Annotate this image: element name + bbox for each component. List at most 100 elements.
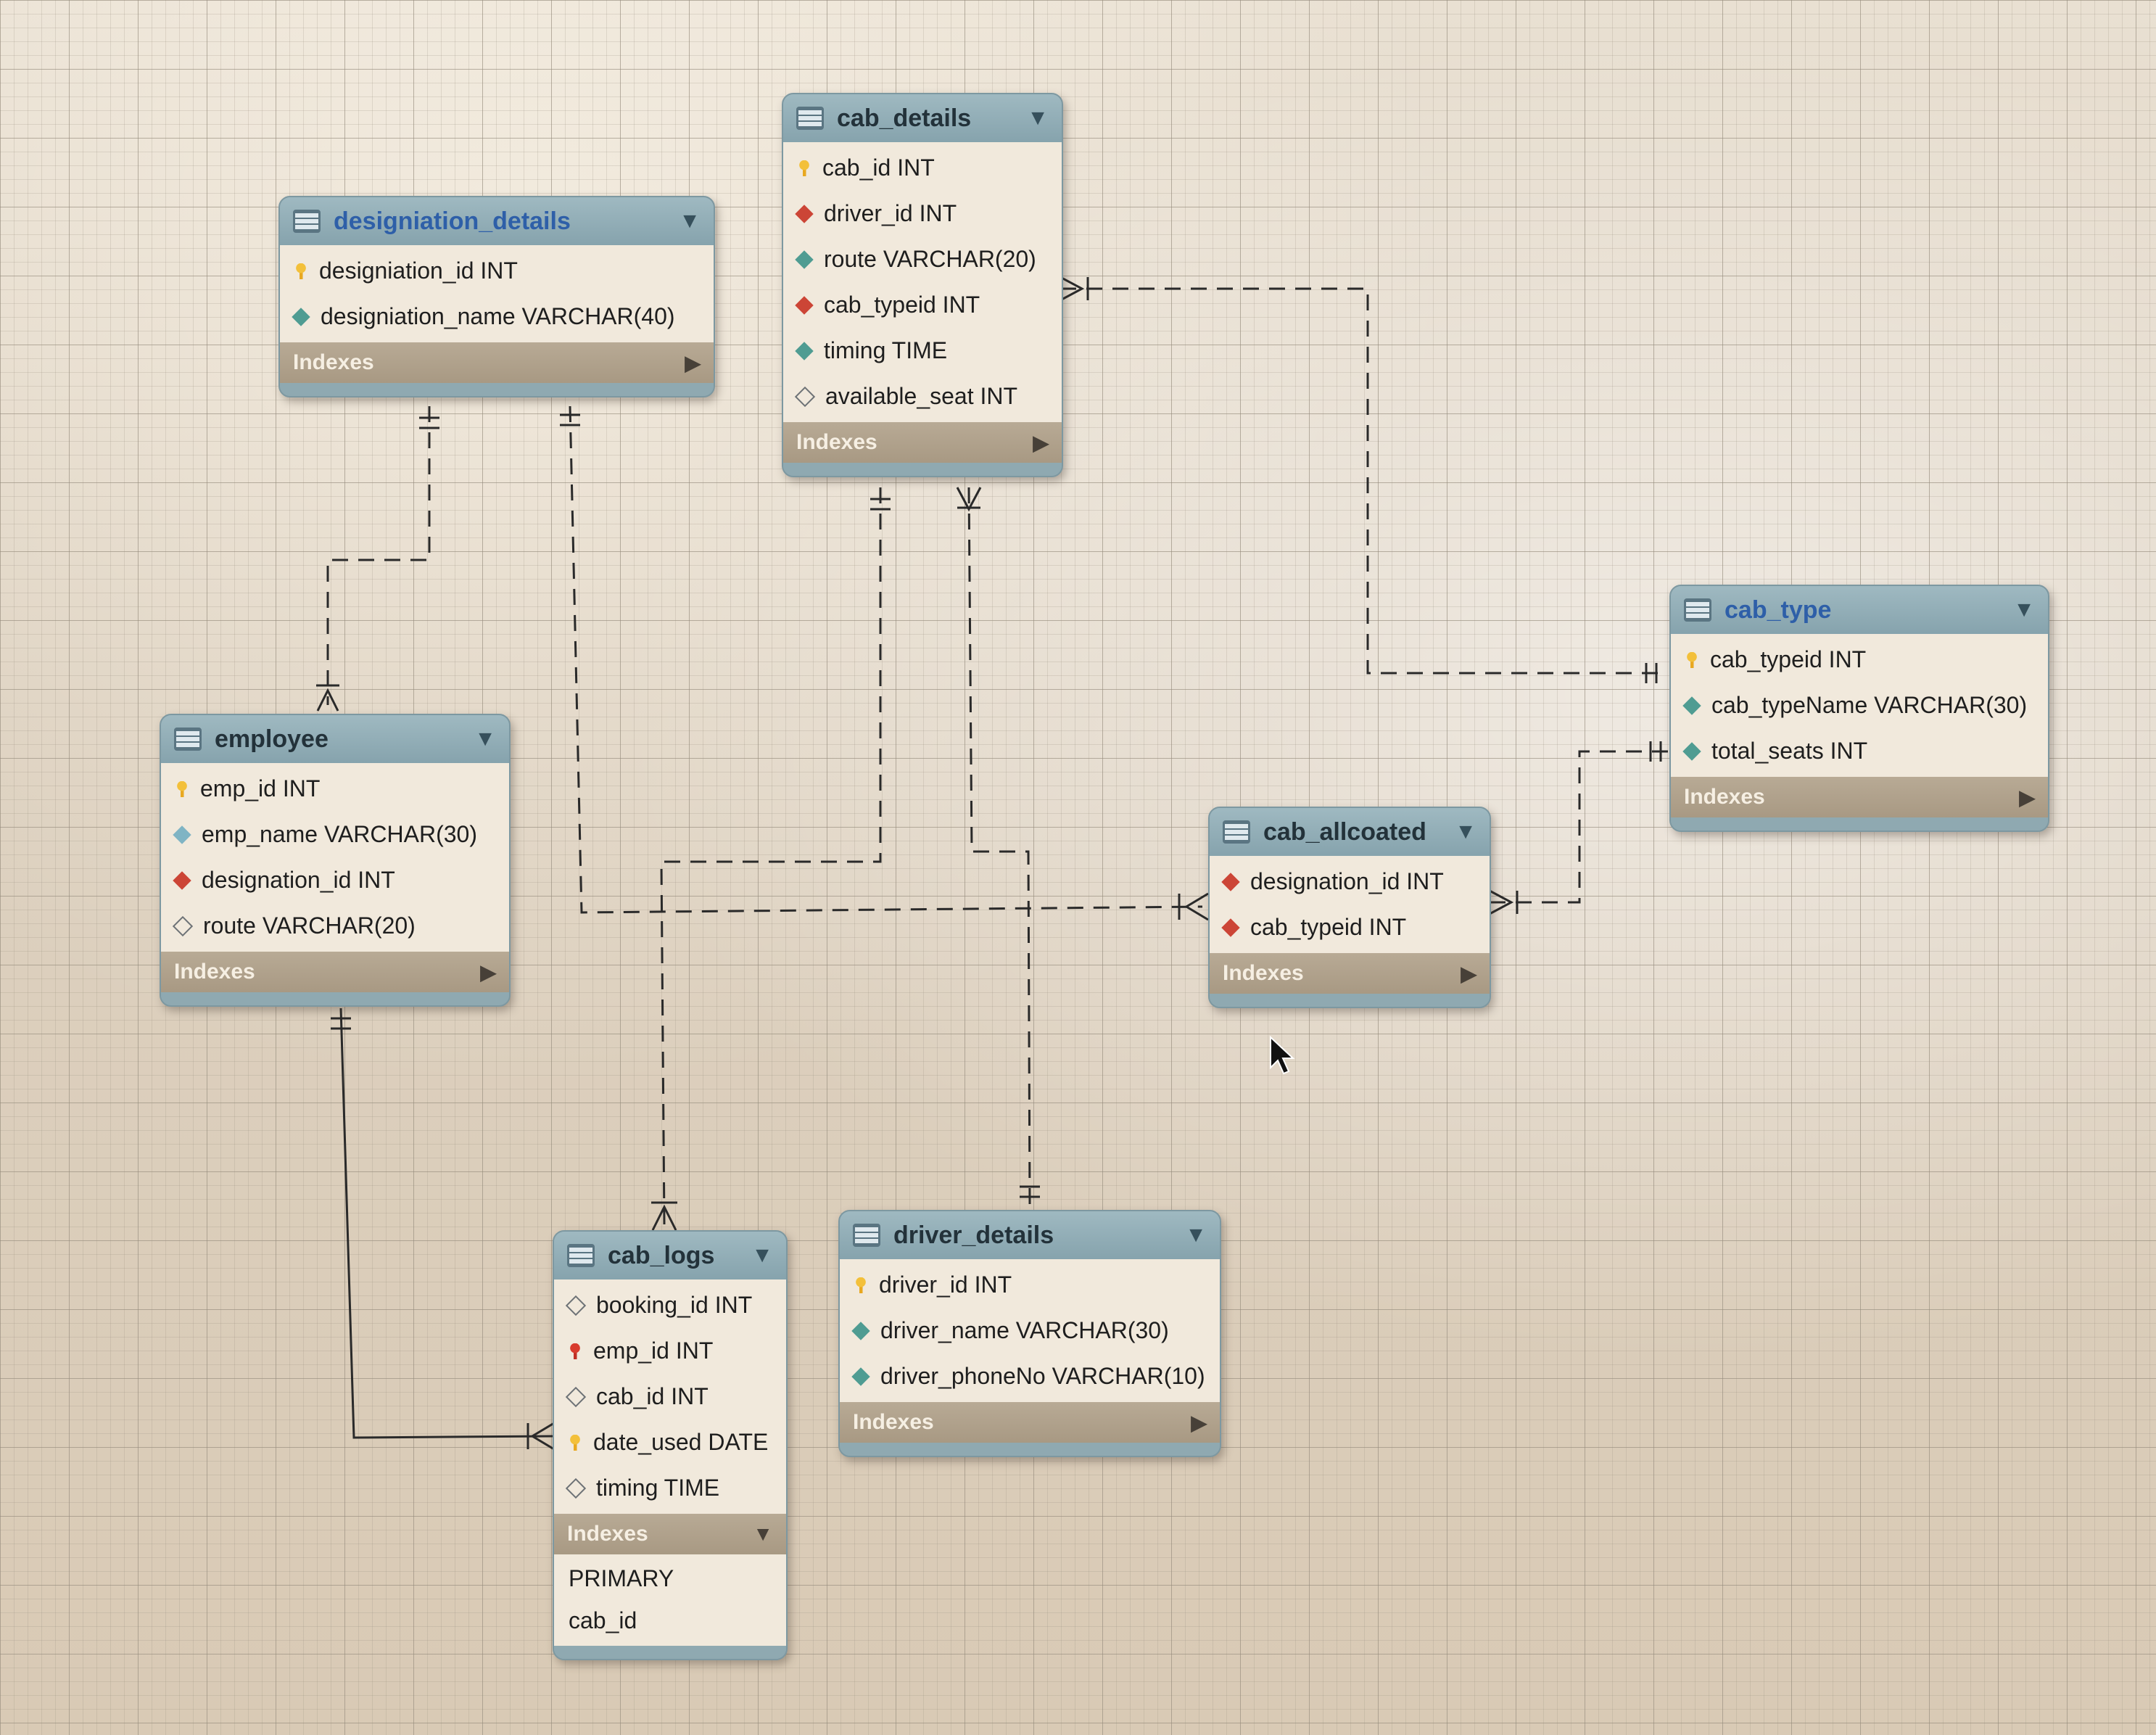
index-item-cab-id[interactable]: cab_id [569, 1607, 637, 1633]
table-header[interactable]: cab_details ▼ [783, 94, 1062, 142]
indexes-label: Indexes [293, 350, 374, 374]
column-list: designiation_id INT designiation_name VA… [280, 245, 714, 342]
rel-designation-employee[interactable] [326, 406, 431, 705]
column-row[interactable]: emp_id INT [161, 766, 509, 812]
not-null-diamond-icon [795, 250, 814, 269]
indexes-label: Indexes [174, 960, 255, 984]
column-row[interactable]: total_seats INT [1671, 728, 2048, 774]
column-row[interactable]: cab_id INT [783, 145, 1062, 191]
column-row[interactable]: driver_id INT [840, 1262, 1220, 1308]
index-item-primary[interactable]: PRIMARY [569, 1565, 674, 1591]
table-cab-allocated[interactable]: cab_allcoated ▼ designation_id INT cab_t… [1208, 807, 1491, 1008]
table-header[interactable]: driver_details ▼ [840, 1211, 1220, 1259]
rel-cabtype-caballocated[interactable] [1490, 750, 1668, 904]
column-row[interactable]: timing TIME [554, 1465, 786, 1511]
table-grid-icon [796, 107, 824, 130]
triangle-right-icon[interactable]: ▶ [685, 351, 701, 374]
triangle-right-icon[interactable]: ▶ [1191, 1411, 1207, 1434]
column-row[interactable]: designation_id INT [161, 857, 509, 903]
table-designation-details[interactable]: designiation_details ▼ designiation_id I… [278, 196, 715, 397]
table-cab-details[interactable]: cab_details ▼ cab_id INT driver_id INT r… [782, 93, 1063, 477]
column-row[interactable]: cab_typeid INT [1671, 637, 2048, 683]
table-header[interactable]: employee ▼ [161, 715, 509, 763]
table-title: driver_details [893, 1221, 1054, 1249]
triangle-down-icon[interactable]: ▼ [1185, 1223, 1207, 1247]
column-row[interactable]: route VARCHAR(20) [161, 903, 509, 949]
column-list: booking_id INT emp_id INT cab_id INT dat… [554, 1279, 786, 1514]
indexes-label: Indexes [796, 430, 877, 454]
triangle-down-icon[interactable]: ▼ [1027, 106, 1049, 130]
table-title: cab_logs [608, 1241, 715, 1269]
triangle-right-icon[interactable]: ▶ [480, 960, 496, 984]
column-row[interactable]: route VARCHAR(20) [783, 236, 1062, 282]
table-footer [554, 1646, 786, 1659]
mouse-pointer-icon [1270, 1036, 1295, 1075]
triangle-down-icon[interactable]: ▼ [474, 727, 496, 751]
table-cab-type[interactable]: cab_type ▼ cab_typeid INT cab_typeName V… [1669, 585, 2049, 832]
column-label: designiation_name VARCHAR(40) [321, 303, 675, 329]
column-label: timing TIME [824, 337, 948, 363]
table-driver-details[interactable]: driver_details ▼ driver_id INT driver_na… [838, 1210, 1221, 1457]
column-label: cab_id INT [822, 154, 935, 181]
indexes-section[interactable]: Indexes▼ [554, 1514, 786, 1554]
table-grid-icon [1684, 598, 1711, 622]
triangle-down-icon[interactable]: ▼ [2013, 598, 2035, 622]
column-row[interactable]: cab_typeName VARCHAR(30) [1671, 683, 2048, 728]
table-title: cab_details [837, 104, 972, 132]
rel-cabdetails-cabtype[interactable] [1060, 287, 1664, 675]
foreign-key-diamond-icon [1221, 918, 1240, 937]
nullable-diamond-icon [565, 1478, 587, 1499]
column-list: emp_id INT emp_name VARCHAR(30) designat… [161, 763, 509, 952]
column-row[interactable]: booking_id INT [554, 1282, 786, 1328]
triangle-down-icon[interactable]: ▼ [679, 209, 701, 233]
indexes-section[interactable]: Indexes ▶ [280, 342, 714, 383]
indexes-section[interactable]: Indexes ▶ [783, 422, 1062, 463]
rel-cabdetails-driverdetails[interactable] [967, 487, 1031, 1208]
column-label: emp_name VARCHAR(30) [202, 821, 477, 847]
column-row[interactable]: timing TIME [783, 328, 1062, 374]
indexes-section[interactable]: Indexes▶ [840, 1402, 1220, 1443]
column-label: designiation_id INT [319, 257, 518, 284]
column-row[interactable]: emp_id INT [554, 1328, 786, 1374]
table-title: employee [215, 725, 329, 753]
column-row[interactable]: driver_phoneNo VARCHAR(10) [840, 1353, 1220, 1399]
column-label: driver_name VARCHAR(30) [880, 1317, 1169, 1343]
not-null-diamond-icon [851, 1321, 870, 1340]
column-row[interactable]: designation_id INT [1210, 859, 1490, 904]
column-row[interactable]: driver_name VARCHAR(30) [840, 1308, 1220, 1353]
indexes-section[interactable]: Indexes ▶ [161, 952, 509, 992]
rel-cabdetails-cablogs[interactable] [660, 487, 882, 1225]
column-list: cab_typeid INT cab_typeName VARCHAR(30) … [1671, 634, 2048, 777]
column-row[interactable]: cab_id INT [554, 1374, 786, 1419]
indexes-section[interactable]: Indexes▶ [1671, 777, 2048, 817]
column-row[interactable]: driver_id INT [783, 191, 1062, 236]
column-row[interactable]: emp_name VARCHAR(30) [161, 812, 509, 857]
triangle-down-icon[interactable]: ▼ [751, 1243, 773, 1267]
column-row[interactable]: cab_typeid INT [1210, 904, 1490, 950]
primary-key-icon [174, 780, 190, 797]
table-header[interactable]: cab_logs ▼ [554, 1232, 786, 1279]
not-null-diamond-icon [795, 341, 814, 360]
table-header[interactable]: cab_allcoated ▼ [1210, 808, 1490, 856]
table-header[interactable]: designiation_details ▼ [280, 197, 714, 245]
column-label: booking_id INT [596, 1292, 753, 1318]
column-row[interactable]: date_used DATE [554, 1419, 786, 1465]
triangle-right-icon[interactable]: ▶ [1461, 962, 1476, 985]
triangle-down-icon[interactable]: ▼ [753, 1522, 773, 1545]
column-row[interactable]: designiation_id INT [280, 248, 714, 294]
triangle-right-icon[interactable]: ▶ [2019, 786, 2035, 809]
column-row[interactable]: designiation_name VARCHAR(40) [280, 294, 714, 339]
table-employee[interactable]: employee ▼ emp_id INT emp_name VARCHAR(3… [160, 714, 511, 1007]
triangle-right-icon[interactable]: ▶ [1033, 431, 1049, 454]
rel-designation-caballocated[interactable] [569, 405, 1203, 914]
indexes-section[interactable]: Indexes▶ [1210, 953, 1490, 994]
column-row[interactable]: cab_typeid INT [783, 282, 1062, 328]
column-row[interactable]: available_seat INT [783, 374, 1062, 419]
table-header[interactable]: cab_type ▼ [1671, 586, 2048, 634]
foreign-key-diamond-icon [1221, 872, 1240, 891]
rel-employee-cablogs[interactable] [339, 1007, 553, 1439]
table-cab-logs[interactable]: cab_logs ▼ booking_id INT emp_id INT cab… [553, 1230, 788, 1660]
triangle-down-icon[interactable]: ▼ [1455, 820, 1476, 844]
